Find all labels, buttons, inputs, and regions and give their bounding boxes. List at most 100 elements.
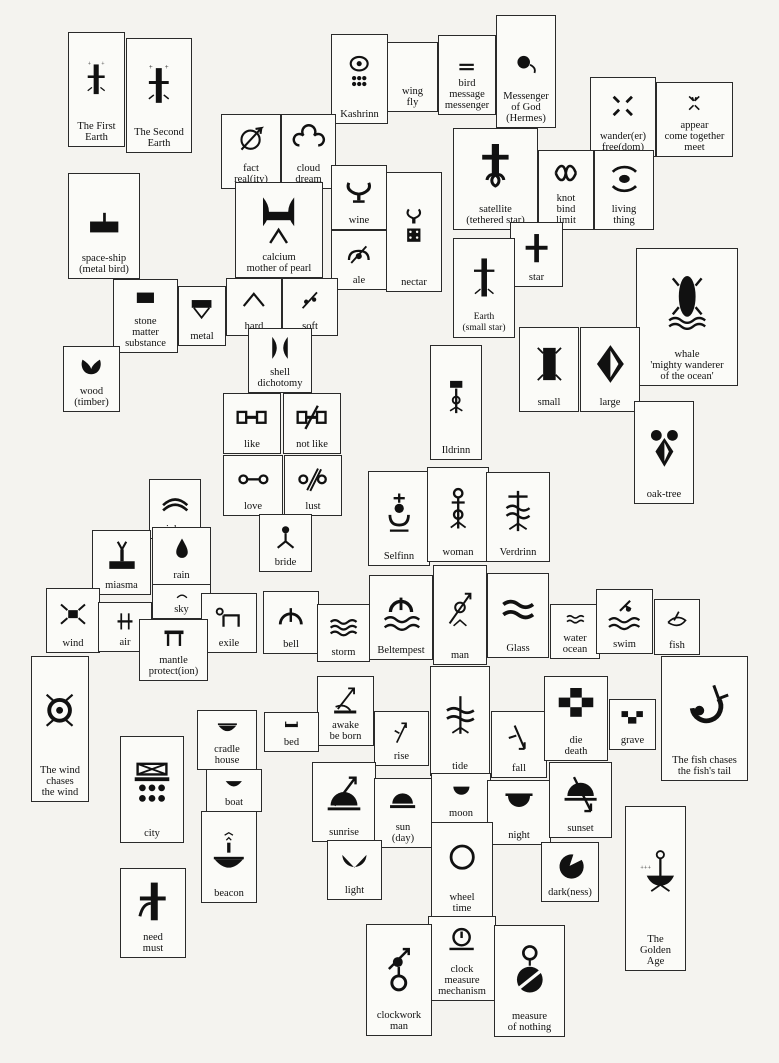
label-line: air <box>119 637 131 648</box>
label-line: clockwork <box>376 1010 422 1021</box>
messenger-icon <box>498 18 554 91</box>
whale-icon <box>638 251 736 349</box>
card-star: star <box>510 222 563 287</box>
label-line: limit <box>556 215 576 226</box>
card-label: soft <box>302 321 318 332</box>
card-label: space-ship(metal bird) <box>79 253 129 275</box>
card-nectar: nectar <box>386 172 442 292</box>
label-line: man <box>450 650 470 661</box>
man-icon <box>435 568 485 650</box>
label-line: the fish's tail <box>677 766 732 777</box>
card-label: sunrise <box>329 827 359 838</box>
card-label: large <box>600 397 621 408</box>
card-label: wine <box>349 215 369 226</box>
card-rise: rise <box>374 711 429 766</box>
label-line: thing <box>613 215 635 226</box>
label-line: need <box>143 932 163 943</box>
ale-icon <box>333 233 385 275</box>
label-line: like <box>244 439 260 450</box>
card-night: night <box>487 780 551 845</box>
label-line: wander(er) <box>599 131 647 142</box>
measure-icon <box>496 928 563 1011</box>
woman-icon <box>429 470 487 547</box>
tethered-star-icon <box>455 131 536 204</box>
label-line: satellite <box>479 204 512 215</box>
card-dark: dark(ness) <box>541 842 599 902</box>
label-line: Beltempest <box>377 645 425 656</box>
label-line: dichotomy <box>257 378 303 389</box>
label-line: The wind <box>40 765 80 776</box>
label-line: messenger <box>444 100 490 111</box>
card-kashrinn: Kashrinn <box>331 34 388 124</box>
label-line: fish <box>669 640 685 651</box>
shell-icon <box>250 331 310 367</box>
svg-text:+++: +++ <box>640 864 651 871</box>
soft-icon <box>284 281 336 321</box>
label-line: Ildrinn <box>441 445 471 456</box>
label-line: light <box>344 885 365 896</box>
label-line: (tethered star) <box>466 215 525 226</box>
label-line: rain <box>173 570 190 581</box>
sunrise-icon <box>314 765 374 827</box>
label-line: The fish chases <box>672 755 737 766</box>
card-label: Selfinn <box>384 551 414 562</box>
wind-icon <box>48 591 98 638</box>
caret-icon <box>228 281 280 321</box>
label-line: Age <box>646 956 665 967</box>
card-fall: fall <box>491 711 547 778</box>
card-label: bell <box>283 639 299 650</box>
label-line: dark(ness) <box>548 887 592 898</box>
label-line: swim <box>613 639 636 650</box>
label-line: bed <box>283 737 300 748</box>
clock-icon <box>430 919 494 964</box>
water-icon <box>552 607 598 633</box>
label-line: lust <box>305 501 321 512</box>
bell-icon <box>265 594 317 639</box>
rise-icon <box>376 714 427 751</box>
label-line: bird <box>458 78 476 89</box>
tower-plus-icon: ++ <box>70 35 123 121</box>
label-line: die <box>569 735 583 746</box>
card-label: grave <box>621 735 644 746</box>
swim-icon <box>598 592 651 639</box>
ring-icon <box>433 825 491 892</box>
card-storm: storm <box>317 604 370 662</box>
label-line: (small star) <box>462 323 506 333</box>
card-label: swim <box>613 639 636 650</box>
card-satellite: satellite(tethered star) <box>453 128 538 230</box>
label-line: (metal bird) <box>79 264 129 275</box>
card-large: large <box>580 327 640 412</box>
card-beacon: beacon <box>201 811 257 903</box>
sunset-icon <box>551 765 610 823</box>
fish-chases-icon <box>663 659 746 755</box>
card-label: love <box>244 501 262 512</box>
label-line: miasma <box>105 580 138 591</box>
card-label: Ildrinn <box>442 445 471 456</box>
label-line: sky <box>174 604 189 615</box>
dumbbell-slash-icon <box>285 396 339 439</box>
card-label: sun(day) <box>392 822 414 844</box>
leaf-icon <box>65 349 118 386</box>
block-icon <box>115 282 176 316</box>
card-label: Glass <box>506 643 529 654</box>
label-line: wood <box>79 386 104 397</box>
label-line: come together <box>664 131 725 142</box>
card-sun: sun(day) <box>374 778 432 848</box>
arc-icon <box>151 482 199 524</box>
eye-grid-icon <box>333 37 386 109</box>
label-line: clock <box>450 964 474 975</box>
label-line: wind <box>62 638 84 649</box>
label-line: must <box>142 943 164 954</box>
svg-text:+: + <box>165 63 169 71</box>
ildrinn-icon <box>432 348 480 445</box>
card-label: Verdrinn <box>500 547 537 558</box>
